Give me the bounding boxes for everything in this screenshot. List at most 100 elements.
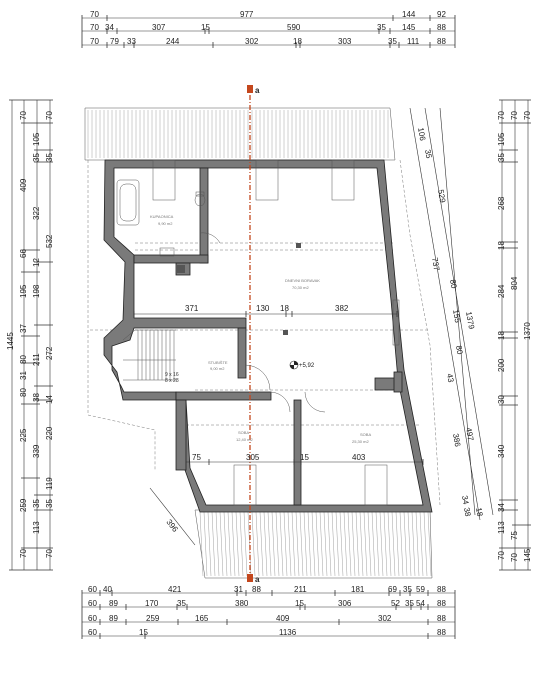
dim-left-3-4: 272 [45,346,54,360]
room-bathroom-name: KUPAONICA [150,214,174,219]
dim-bottom-3-6: 302 [378,614,392,623]
dim-bottom-2-5: 380 [235,599,249,608]
fixtures: 9 x 16 8 x 28 [116,159,400,506]
dim-bottom-2-9: 35 [405,599,414,608]
dim-left-2-2: 35 [32,153,41,162]
dim-left-1-5: 37 [19,324,28,333]
dim-right-1-10: 340 [497,444,506,458]
dim-left-1-8: 80 [19,388,28,397]
dim-top-2-3: 307 [152,23,166,32]
dim-top-3-2: 79 [110,37,119,46]
walls [103,159,433,513]
room-bedroom1-area: 12,40 m2 [236,437,253,442]
dim-top-3-7: 303 [338,37,352,46]
dim-bottom-2-1: 60 [88,599,97,608]
dim-left-1-10: 259 [19,498,28,512]
dim-diag-left: 396 [164,518,180,534]
stairs-dim-2: 8 x 28 [165,378,179,384]
dim-inner-7: 15 [300,453,309,462]
dim-bottom-1-2: 40 [103,585,112,594]
dim-right-1-1: 70 [497,111,506,120]
dim-left-1-9: 225 [19,428,28,442]
dim-right-1-12: 113 [497,521,506,534]
dim-top-2-8: 88 [437,23,446,32]
dim-left-3-5: 14 [45,395,54,404]
dim-inner-1: 371 [185,304,199,313]
dim-top-1-3: 144 [402,10,416,19]
dim-left-2-9: 35 [32,499,41,508]
dim-inner-8: 403 [352,453,366,462]
dim-inner-5: 75 [192,453,201,462]
dim-bottom-4-3: 1136 [279,628,297,637]
room-labels: KUPAONICA 9,90 m2 DNEVNI BORAVAK 70,30 m… [150,214,371,444]
dim-left-1-7: 31 [19,371,28,380]
section-mark-bottom: a [255,575,260,584]
dim-diag-11: 497 [464,427,475,442]
dim-top-3-4: 244 [166,37,180,46]
dim-diag-4: 737 [430,257,441,272]
dim-left-3-6: 220 [45,426,54,440]
dim-right-1-6: 284 [497,284,506,298]
dim-top-3-6: 18 [293,37,302,46]
sink [159,247,175,257]
dim-bottom-4-1: 60 [88,628,97,637]
dim-bottom-1-9: 35 [403,585,412,594]
dim-left-2-6: 211 [32,353,41,366]
dim-bottom-2-2: 89 [109,599,118,608]
dim-left-2-3: 322 [32,206,41,220]
dim-left-1-2: 409 [19,178,28,192]
dim-right-1-4: 268 [497,196,506,210]
dim-top-3-9: 111 [407,37,420,46]
room-stairs-name: STUBIŠTE [208,360,228,365]
dim-left-2-7: 38 [32,393,41,402]
dim-top-1-4: 92 [437,10,446,19]
dim-right-2-2: 804 [510,276,519,290]
dim-right-2-4: 145 [523,548,532,562]
roof-hatch-bottom [194,509,433,579]
dim-left-2-1: 105 [32,132,41,146]
dim-top-3-8: 35 [388,37,397,46]
dim-top-2-4: 15 [201,23,210,32]
room-bedroom1-name: SOBA [238,430,249,435]
dim-top-3-1: 70 [90,37,99,46]
dim-right-2-3: 1370 [523,322,532,340]
dim-bottom-2-6: 15 [295,599,304,608]
dim-diag-13: 38 [462,507,473,518]
dim-left-1-11: 70 [19,549,28,558]
dim-diag-10: 386 [451,433,462,448]
dim-bottom-4-2: 15 [139,628,148,637]
dim-bottom-2-4: 35 [177,599,186,608]
room-living-name: DNEVNI BORAVAK [285,278,320,283]
dim-left-1-1: 70 [19,111,28,120]
section-line-a: a a [247,85,260,584]
dim-bottom-3-7: 88 [437,614,446,623]
dim-right-2-1: 70 [510,111,519,120]
dim-left-3-3: 532 [45,234,54,248]
dim-right-2-5: 75 [510,531,519,540]
toilet [194,193,206,207]
dim-bottom-1-8: 69 [388,585,397,594]
dim-top-2-5: 590 [287,23,301,32]
bathtub [116,179,140,226]
dim-left-overall: 1445 [6,332,15,350]
dim-right-1-5: 18 [497,241,506,250]
diagonal-dimensions: 106 35 529 737 80 155 1379 80 43 386 497… [149,107,494,546]
dim-top-1-1: 70 [90,10,99,19]
dim-left-2-4: 12 [32,258,41,267]
dim-top-3-10: 88 [437,37,446,46]
inner-dimensions: 371 130 18 382 75 305 15 403 [133,304,424,465]
dim-top-3-5: 302 [245,37,259,46]
dim-left-3-1: 70 [45,111,54,120]
section-mark-top: a [255,86,260,95]
dim-bottom-2-7: 306 [338,599,352,608]
level-marker: +5,92 [289,360,315,370]
dim-right-1-13: 70 [497,551,506,560]
dim-bottom-1-1: 60 [88,585,97,594]
top-dimension-rows: 70 977 144 92 70 34 307 15 590 35 145 88… [81,10,456,48]
dim-diag-14: 18 [474,507,485,518]
dim-bottom-3-3: 259 [146,614,160,623]
dim-diag-8: 80 [454,345,465,356]
dim-bottom-3-1: 60 [88,614,97,623]
dim-right-2-6: 70 [510,553,519,562]
